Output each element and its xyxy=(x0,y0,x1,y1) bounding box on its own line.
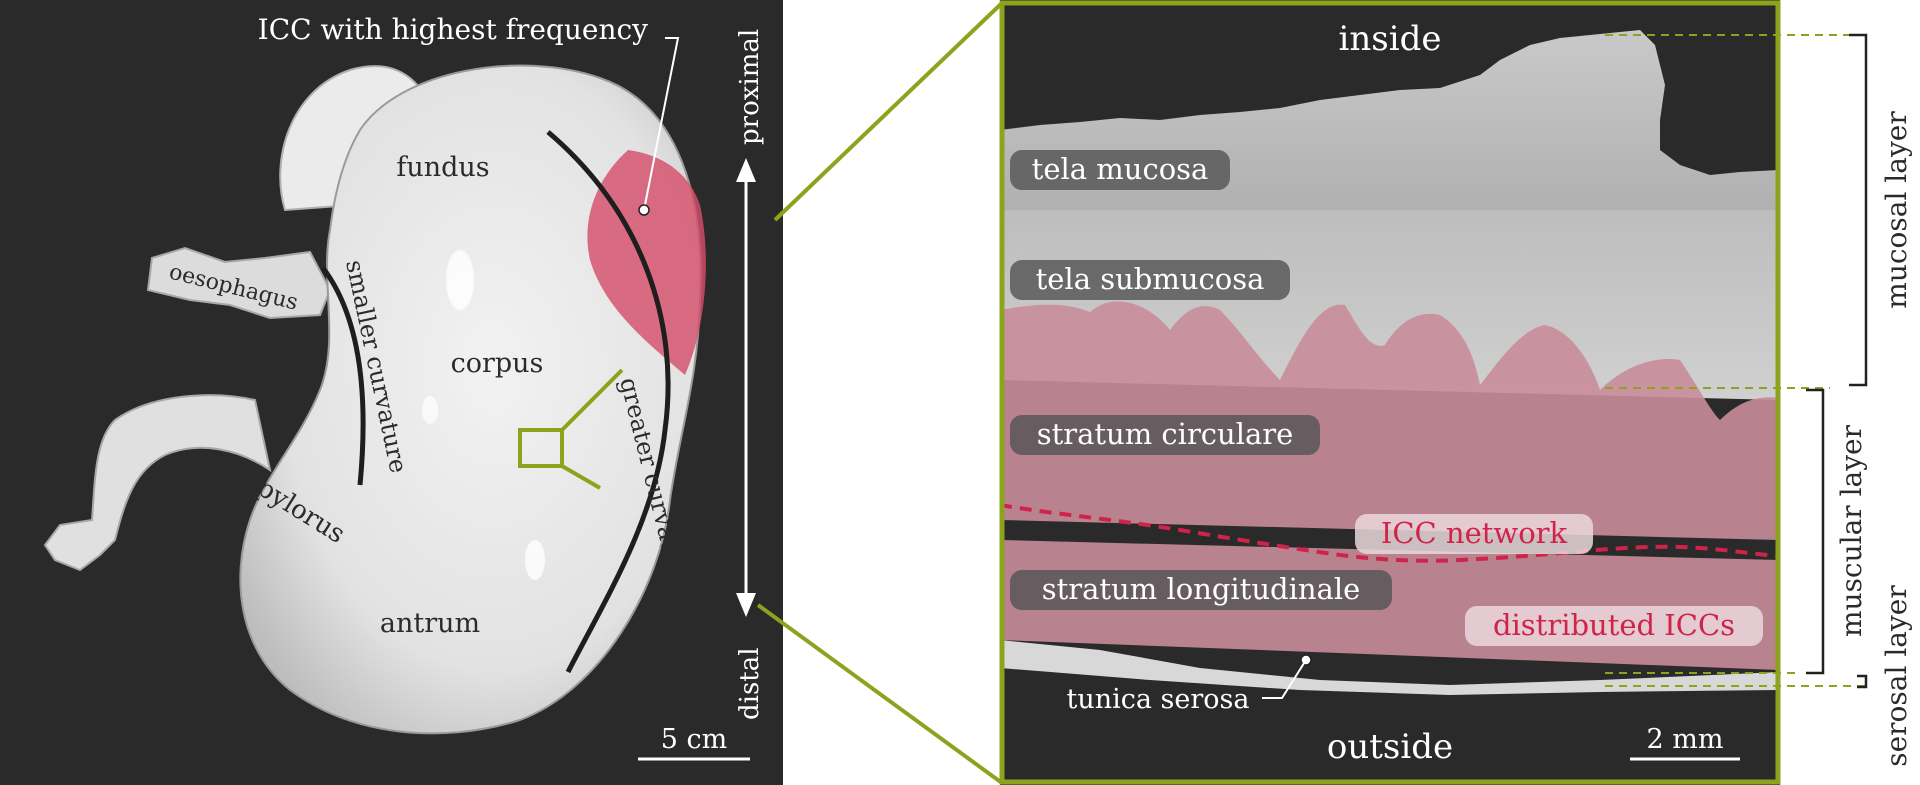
corpus-label: corpus xyxy=(451,348,544,379)
label-background xyxy=(1010,415,1320,455)
label-background xyxy=(1010,150,1230,190)
muscular-layer-label: muscular layer xyxy=(1835,424,1868,637)
section-panel xyxy=(1000,0,1780,785)
proximal-label: proximal xyxy=(735,29,765,145)
serosa-tissue xyxy=(1000,640,1780,695)
antrum-label: antrum xyxy=(380,608,480,639)
label-background xyxy=(1355,514,1593,554)
stomach-scale-label: 5 cm xyxy=(661,724,728,755)
label-background xyxy=(1010,570,1392,610)
section-scale-label: 2 mm xyxy=(1647,724,1724,755)
stratum-longitudinale-label: stratum longitudinale xyxy=(1042,572,1361,606)
mucosal-layer-bracket xyxy=(1849,33,1868,387)
axis-arrow-down-icon xyxy=(736,593,756,617)
stomach-illustration xyxy=(43,37,706,735)
outside-label: outside xyxy=(1327,727,1453,767)
zoom-connector-line xyxy=(756,603,1004,785)
zoom-marker-line xyxy=(560,368,624,432)
icc-network-line xyxy=(1000,503,1780,563)
tela-mucosa-label: tela mucosa xyxy=(1032,152,1209,186)
mucosa-tissue xyxy=(1000,30,1780,265)
oesophagus-shape xyxy=(146,246,332,320)
zoom-marker-line xyxy=(560,464,602,490)
distal-label: distal xyxy=(735,647,765,720)
serosa-marker-leader xyxy=(1262,659,1307,699)
label-background xyxy=(1465,606,1763,646)
muscular-layer-bracket xyxy=(1806,388,1825,675)
pylorus-tube-shape xyxy=(43,394,272,572)
stratum-circulare-tissue xyxy=(1000,301,1780,540)
zoom-connector-line xyxy=(773,1,1004,222)
serosal-layer-label: serosal layer xyxy=(1880,585,1913,767)
distributed-iccs-label: distributed ICCs xyxy=(1493,608,1735,642)
proximal-distal-axis xyxy=(736,158,756,617)
callout-label: ICC with highest frequency xyxy=(258,13,649,46)
axis-arrow-up-icon xyxy=(736,158,756,182)
highlight xyxy=(525,540,545,580)
label-background xyxy=(1010,260,1290,300)
inside-label: inside xyxy=(1339,19,1442,59)
tunica-serosa-label: tunica serosa xyxy=(1066,684,1249,715)
section-frame xyxy=(999,0,1781,785)
zoom-region-marker xyxy=(518,428,564,468)
highlight xyxy=(446,250,474,310)
icc-network-label: ICC network xyxy=(1381,516,1568,550)
serosal-layer-bracket xyxy=(1857,674,1868,689)
mucosal-layer-label: mucosal layer xyxy=(1880,111,1913,309)
fundus-label: fundus xyxy=(396,152,489,183)
smaller-curvature-line xyxy=(321,266,366,486)
stratum-circulare-label: stratum circulare xyxy=(1037,417,1294,451)
callout-leader xyxy=(643,37,680,211)
greater-curvature-line xyxy=(546,130,671,674)
tela-submucosa-label: tela submucosa xyxy=(1036,262,1265,296)
highlight xyxy=(422,396,438,424)
callout-dot xyxy=(638,204,650,216)
layer-guides xyxy=(1605,34,1868,687)
